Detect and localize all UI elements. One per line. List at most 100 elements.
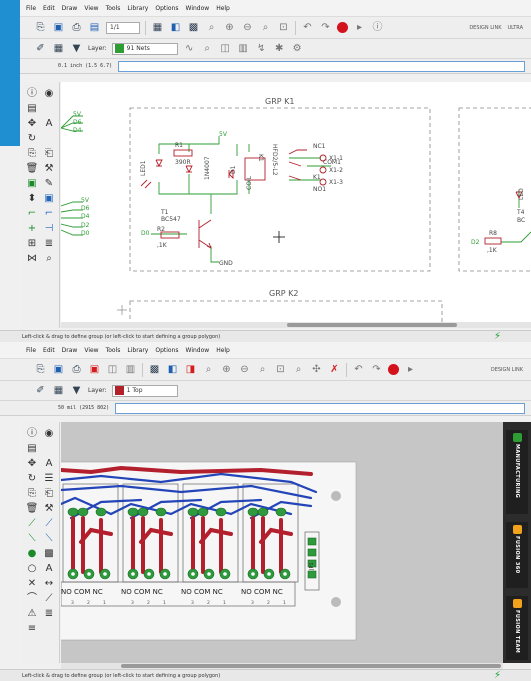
info-tool-icon[interactable]: ✐: [36, 384, 45, 396]
arc-icon[interactable]: ⌒: [27, 592, 37, 604]
bus-icon[interactable]: ⌐: [44, 207, 54, 219]
move-icon[interactable]: ✥: [27, 457, 37, 469]
layer-select[interactable]: 91 Nets: [111, 42, 178, 55]
menu-view[interactable]: View: [84, 346, 99, 354]
width-icon[interactable]: ▥: [238, 42, 248, 54]
delete-icon[interactable]: 🗑: [25, 502, 39, 514]
more-icon[interactable]: ≡: [27, 622, 37, 634]
menu-file[interactable]: File: [26, 4, 37, 12]
save-icon[interactable]: ▣: [53, 363, 64, 375]
board-hscroll-thumb[interactable]: [121, 664, 501, 668]
gear-icon[interactable]: ⚙: [292, 42, 302, 54]
board-icon[interactable]: ◧: [170, 21, 181, 33]
text-size-icon[interactable]: A: [45, 117, 53, 129]
design-link-button[interactable]: DESIGN LINK: [469, 24, 502, 31]
redo-icon[interactable]: ↷: [372, 363, 381, 375]
redo-icon[interactable]: ↷: [321, 21, 330, 33]
zoom-fit-icon[interactable]: ⌕: [205, 363, 212, 375]
menu-help[interactable]: Help: [216, 4, 230, 12]
group-icon[interactable]: ▣: [27, 177, 37, 189]
menu-file[interactable]: File: [26, 346, 37, 354]
menu-draw[interactable]: Draw: [61, 346, 78, 354]
miter-icon[interactable]: ◫: [220, 42, 230, 54]
undo-icon[interactable]: ↶: [354, 363, 363, 375]
rotate-icon[interactable]: ↻: [27, 472, 37, 484]
schematic-canvas[interactable]: GRP K1 GRP K2 5V D6 D4 5V D6 D4 D2: [61, 82, 531, 328]
zoom-last-icon[interactable]: ⌕: [295, 363, 302, 375]
ripup-icon[interactable]: ⟍: [28, 532, 36, 544]
fusion360-panel-tab[interactable]: FUSION 360: [506, 522, 528, 588]
script-icon[interactable]: ▩: [188, 21, 199, 33]
polygon-icon[interactable]: ▩: [44, 547, 54, 559]
menu-window[interactable]: Window: [185, 4, 210, 12]
filter-icon[interactable]: ▼: [72, 384, 81, 396]
layer-select[interactable]: 1 Top: [111, 384, 178, 397]
fusion-team-panel-tab[interactable]: FUSION TEAM: [506, 596, 528, 660]
settings-icon[interactable]: ✱: [274, 42, 284, 54]
ratsnest-icon[interactable]: ✣: [312, 363, 321, 375]
errors-icon[interactable]: ≣: [44, 607, 54, 619]
menu-tools[interactable]: Tools: [105, 346, 121, 354]
cam-icon[interactable]: ▣: [89, 363, 100, 375]
label-icon[interactable]: ⊞: [27, 237, 37, 249]
zoom-in-icon[interactable]: ⊕: [222, 363, 231, 375]
zoom-out-icon[interactable]: ⊖: [240, 363, 249, 375]
erc-icon[interactable]: ▥: [125, 363, 136, 375]
stop-icon[interactable]: [337, 22, 348, 33]
split-icon[interactable]: ⬍: [27, 192, 37, 204]
add-part-icon[interactable]: +: [27, 222, 37, 234]
grid-icon[interactable]: ▦: [53, 42, 64, 54]
dimension-icon[interactable]: ↔: [44, 577, 54, 589]
command-input[interactable]: [115, 402, 525, 414]
help-icon[interactable]: ⓘ: [372, 21, 383, 33]
text-size-icon[interactable]: A: [45, 457, 53, 469]
delete-icon[interactable]: 🗑: [25, 162, 39, 174]
copy-icon[interactable]: ⎘: [28, 487, 36, 499]
go-icon[interactable]: ▸: [407, 363, 414, 375]
board-hscrollbar[interactable]: [61, 663, 503, 669]
undo-icon[interactable]: ↶: [303, 21, 312, 33]
menu-draw[interactable]: Draw: [61, 4, 78, 12]
align-icon[interactable]: ☰: [44, 472, 54, 484]
menu-view[interactable]: View: [84, 4, 99, 12]
go-icon[interactable]: ▸: [356, 21, 363, 33]
zoom-area-icon[interactable]: ⊡: [276, 363, 285, 375]
print-icon[interactable]: ⎙: [72, 363, 81, 375]
zoom-fit-icon[interactable]: ⌕: [208, 21, 215, 33]
info-tool-icon[interactable]: ✐: [36, 42, 45, 54]
schematic-icon[interactable]: ◧: [167, 363, 178, 375]
open-icon[interactable]: ⎘: [36, 363, 45, 375]
save-icon[interactable]: ▣: [53, 21, 64, 33]
stop-icon[interactable]: [388, 364, 399, 375]
rotate-icon[interactable]: ↻: [27, 132, 37, 144]
wire-style-icon[interactable]: ∿: [184, 42, 194, 54]
design-link-button[interactable]: DESIGN LINK: [490, 366, 523, 373]
hole-icon[interactable]: ✕: [27, 577, 37, 589]
route-icon[interactable]: ⟋: [28, 517, 36, 529]
bend-icon[interactable]: ⌕: [204, 42, 210, 54]
search-icon[interactable]: ⌕: [46, 252, 52, 264]
ripup-icon[interactable]: ✗: [330, 363, 339, 375]
show-icon[interactable]: ◉: [44, 427, 54, 439]
text-icon[interactable]: A: [45, 562, 53, 574]
display-icon[interactable]: ▤: [27, 102, 37, 114]
menu-help[interactable]: Help: [216, 346, 230, 354]
sheet-icon[interactable]: ▤: [89, 21, 100, 33]
info-icon[interactable]: ⓘ: [27, 87, 37, 99]
schematic-hscroll-thumb[interactable]: [287, 323, 457, 327]
show-icon[interactable]: ◉: [44, 87, 54, 99]
line-icon[interactable]: ⟋: [45, 592, 53, 604]
wire-icon[interactable]: ⌐: [27, 207, 37, 219]
manufacturing-panel-tab[interactable]: MANUFACTURING: [506, 430, 528, 514]
zoom-select-icon[interactable]: ⌕: [259, 363, 266, 375]
command-input[interactable]: [118, 60, 525, 72]
circle-icon[interactable]: ○: [27, 562, 37, 574]
meander-icon[interactable]: ⟍: [45, 532, 53, 544]
lightning-icon[interactable]: ⚡: [493, 331, 501, 342]
ultra-button[interactable]: ULTRA: [507, 24, 523, 31]
menu-edit[interactable]: Edit: [43, 4, 55, 12]
route-icon[interactable]: ↯: [256, 42, 266, 54]
zoom-in-icon[interactable]: ⊕: [225, 21, 234, 33]
zoom-select-icon[interactable]: ⌕: [262, 21, 269, 33]
autoroute-icon[interactable]: ⟋: [45, 517, 53, 529]
